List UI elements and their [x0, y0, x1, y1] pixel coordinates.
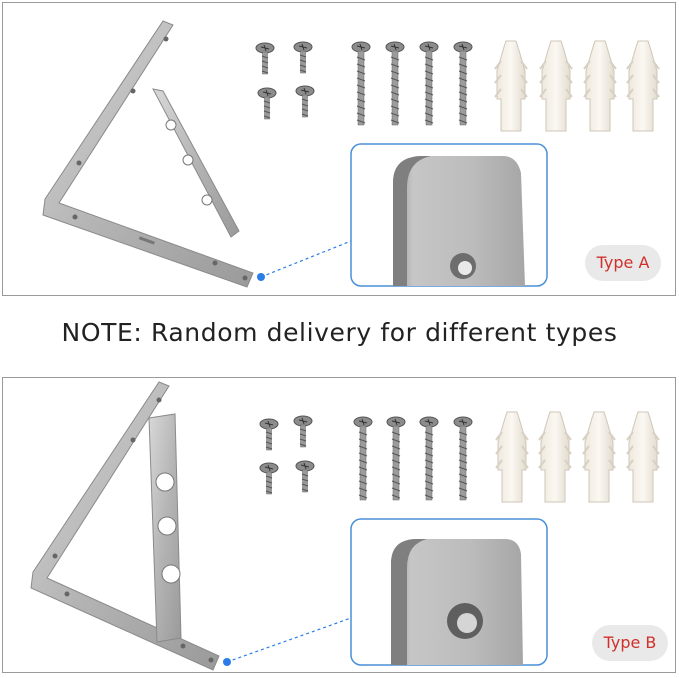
note-text: NOTE: Random delivery for different type… — [61, 318, 618, 347]
long-screws — [353, 416, 473, 501]
type-a-panel: Type A — [2, 2, 676, 296]
zoom-detail-box — [350, 518, 548, 666]
wall-anchors — [495, 411, 660, 503]
brace-strip — [148, 413, 182, 643]
l-bracket — [42, 20, 254, 288]
wall-anchors — [494, 40, 660, 132]
short-screws — [255, 41, 315, 120]
long-screws — [351, 41, 473, 126]
l-bracket — [30, 381, 220, 671]
leader-line — [257, 240, 352, 281]
type-b-panel: Type B — [2, 377, 676, 673]
type-b-badge: Type B — [592, 625, 668, 661]
leader-line — [223, 617, 352, 666]
type-b-product-illustration — [30, 381, 660, 671]
type-a-label: Type A — [596, 253, 650, 272]
short-screws — [259, 415, 315, 495]
brace-strip — [152, 88, 240, 238]
zoom-detail-box — [350, 143, 548, 287]
type-a-product-illustration — [42, 20, 660, 288]
type-b-label: Type B — [603, 633, 657, 652]
type-a-badge: Type A — [585, 245, 661, 281]
